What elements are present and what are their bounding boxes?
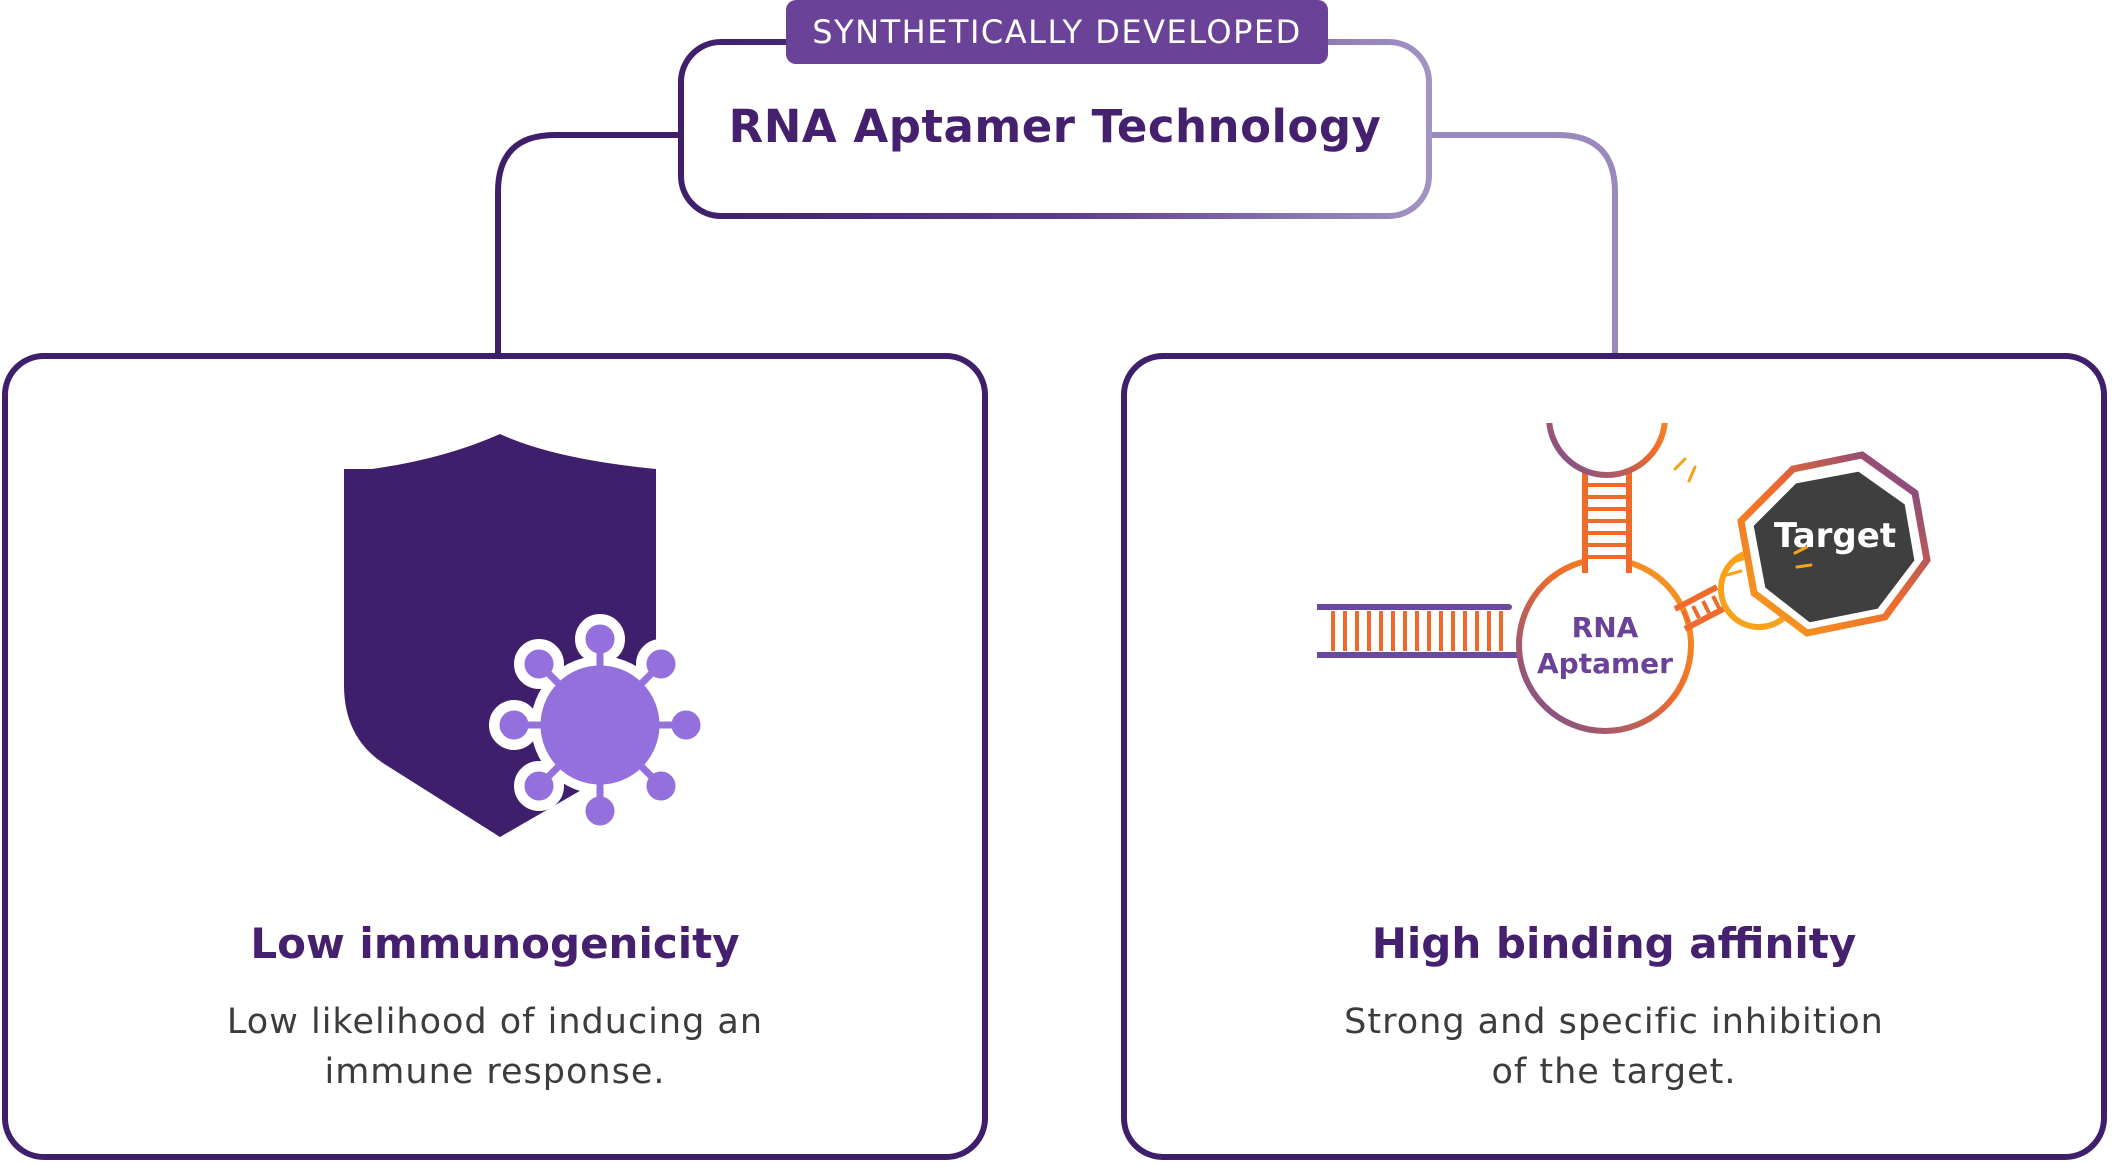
card-low-immunogenicity: Low immunogenicity Low likelihood of ind… (2, 353, 988, 1160)
card-title: High binding affinity (1371, 919, 1857, 968)
right-connector (1431, 132, 1618, 356)
shield-virus-icon (344, 434, 711, 837)
card-description: Low likelihood of inducing an immune res… (8, 997, 982, 1097)
card-description-line: Strong and specific inhibition (1344, 1002, 1884, 1042)
diagram-title: RNA Aptamer Technology (728, 100, 1382, 153)
aptamer-label-line2: Aptamer (1537, 647, 1673, 680)
synthetically-developed-badge: SYNTHETICALLY DEVELOPED (786, 0, 1328, 64)
card-title: Low immunogenicity (250, 919, 740, 968)
rna-aptamer-target-icon: Target RNA Aptamer (1317, 423, 1931, 734)
card-description-line: immune response. (324, 1052, 666, 1092)
card-high-binding-affinity: Target RNA Aptamer High binding affinity… (1121, 353, 2107, 1160)
card-description-line: of the target. (1491, 1052, 1737, 1092)
aptamer-label-line1: RNA (1572, 611, 1639, 644)
card-description: Strong and specific inhibition of the ta… (1127, 997, 2101, 1097)
left-connector (495, 132, 679, 356)
badge-label: SYNTHETICALLY DEVELOPED (812, 13, 1302, 51)
card-description-line: Low likelihood of inducing an (226, 1002, 764, 1042)
target-label: Target (1774, 516, 1896, 556)
